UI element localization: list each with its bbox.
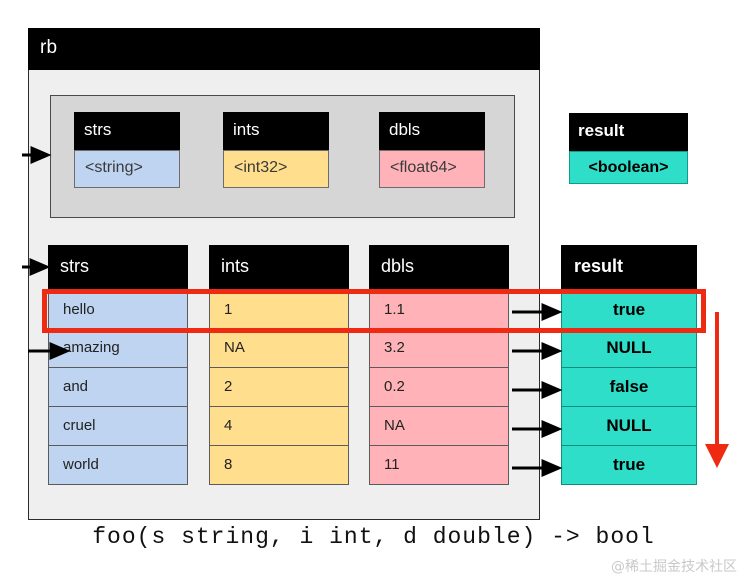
schema-field-type: <float64> bbox=[379, 150, 485, 188]
data-column-dbls: dbls 1.1 3.2 0.2 NA 11 bbox=[369, 245, 509, 485]
schema-field-type: <string> bbox=[74, 150, 180, 188]
column-header: result bbox=[561, 245, 697, 290]
table-cell: 4 bbox=[209, 407, 349, 446]
column-header: dbls bbox=[369, 245, 509, 290]
table-cell: 11 bbox=[369, 446, 509, 485]
schema-field-name: dbls bbox=[379, 112, 485, 150]
schema-field-dbls: dbls <float64> bbox=[379, 112, 485, 188]
table-cell: and bbox=[48, 368, 188, 407]
result-schema-type: <boolean> bbox=[569, 151, 688, 184]
column-header: strs bbox=[48, 245, 188, 290]
table-cell: 0.2 bbox=[369, 368, 509, 407]
schema-field-type: <int32> bbox=[223, 150, 329, 188]
table-cell: 8 bbox=[209, 446, 349, 485]
schema-field-name: ints bbox=[223, 112, 329, 150]
data-column-strs: strs hello amazing and cruel world bbox=[48, 245, 188, 485]
result-schema-name: result bbox=[569, 113, 688, 151]
function-signature-caption: foo(s string, i int, d double) -> bool bbox=[92, 524, 655, 550]
schema-field-ints: ints <int32> bbox=[223, 112, 329, 188]
table-cell: NULL bbox=[561, 407, 697, 446]
table-cell: NA bbox=[369, 407, 509, 446]
record-batch-title: rb bbox=[40, 37, 58, 58]
table-cell: 3.2 bbox=[369, 329, 509, 368]
schema-field-name: strs bbox=[74, 112, 180, 150]
column-header: ints bbox=[209, 245, 349, 290]
table-cell: amazing bbox=[48, 329, 188, 368]
data-column-ints: ints 1 NA 2 4 8 bbox=[209, 245, 349, 485]
highlight-row-rect bbox=[42, 289, 706, 333]
table-cell: cruel bbox=[48, 407, 188, 446]
table-cell: world bbox=[48, 446, 188, 485]
schema-field-strs: strs <string> bbox=[74, 112, 180, 188]
data-column-result: result true NULL false NULL true bbox=[561, 245, 697, 485]
table-cell: 2 bbox=[209, 368, 349, 407]
table-cell: NULL bbox=[561, 329, 697, 368]
table-cell: NA bbox=[209, 329, 349, 368]
table-cell: 1.1 bbox=[369, 290, 509, 329]
record-batch-title-bar: rb bbox=[28, 28, 540, 70]
result-schema-box: result <boolean> bbox=[569, 113, 688, 184]
watermark: @稀土掘金技术社区 bbox=[611, 559, 737, 575]
